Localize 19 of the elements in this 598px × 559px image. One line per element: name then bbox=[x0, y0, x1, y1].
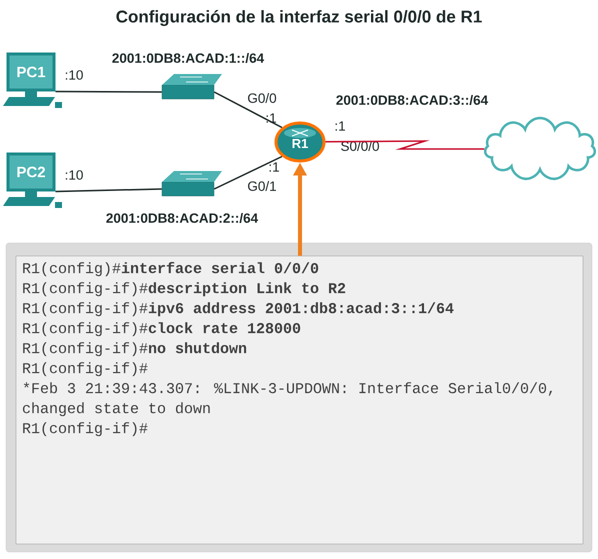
network-address: 2001:0DB8:ACAD:1::/64 bbox=[112, 52, 264, 64]
interface-label: :1 bbox=[336, 121, 345, 131]
terminal-window: R1(config)#interface serial 0/0/0 R1(config-if)#description Link to R2 R1(config-if)#ipv6 address 2001:db8:acad:3::1/64 R1(config-if)#clock rate 128000 R1(config-if)#no shutdown R1(config-if)# *Feb 3 21:39:43.307: %LINK-3-UPDOWN: Interface Serial0/0/0, changed state to down R1(config-if)# bbox=[6, 242, 592, 552]
interface-label: :10 bbox=[66, 70, 83, 80]
interface-label: G0/0 bbox=[248, 93, 276, 103]
switch-icon bbox=[162, 74, 222, 100]
link-line bbox=[214, 91, 282, 128]
interface-label: :1 bbox=[270, 162, 279, 172]
link-line bbox=[56, 90, 162, 93]
network-address: 2001:0DB8:ACAD:2::/64 bbox=[106, 212, 258, 224]
switch-icon bbox=[162, 171, 222, 196]
title: Configuración de la interfaz serial 0/0/0 de R1 bbox=[116, 10, 482, 26]
interface-label: G0/1 bbox=[248, 181, 276, 191]
link-line bbox=[214, 156, 282, 190]
link-line bbox=[55, 188, 162, 192]
interface-label: :10 bbox=[66, 170, 83, 180]
serial-link bbox=[326, 140, 484, 150]
cloud bbox=[484, 116, 596, 180]
network-address: 2001:0DB8:ACAD:3::/64 bbox=[336, 94, 488, 106]
